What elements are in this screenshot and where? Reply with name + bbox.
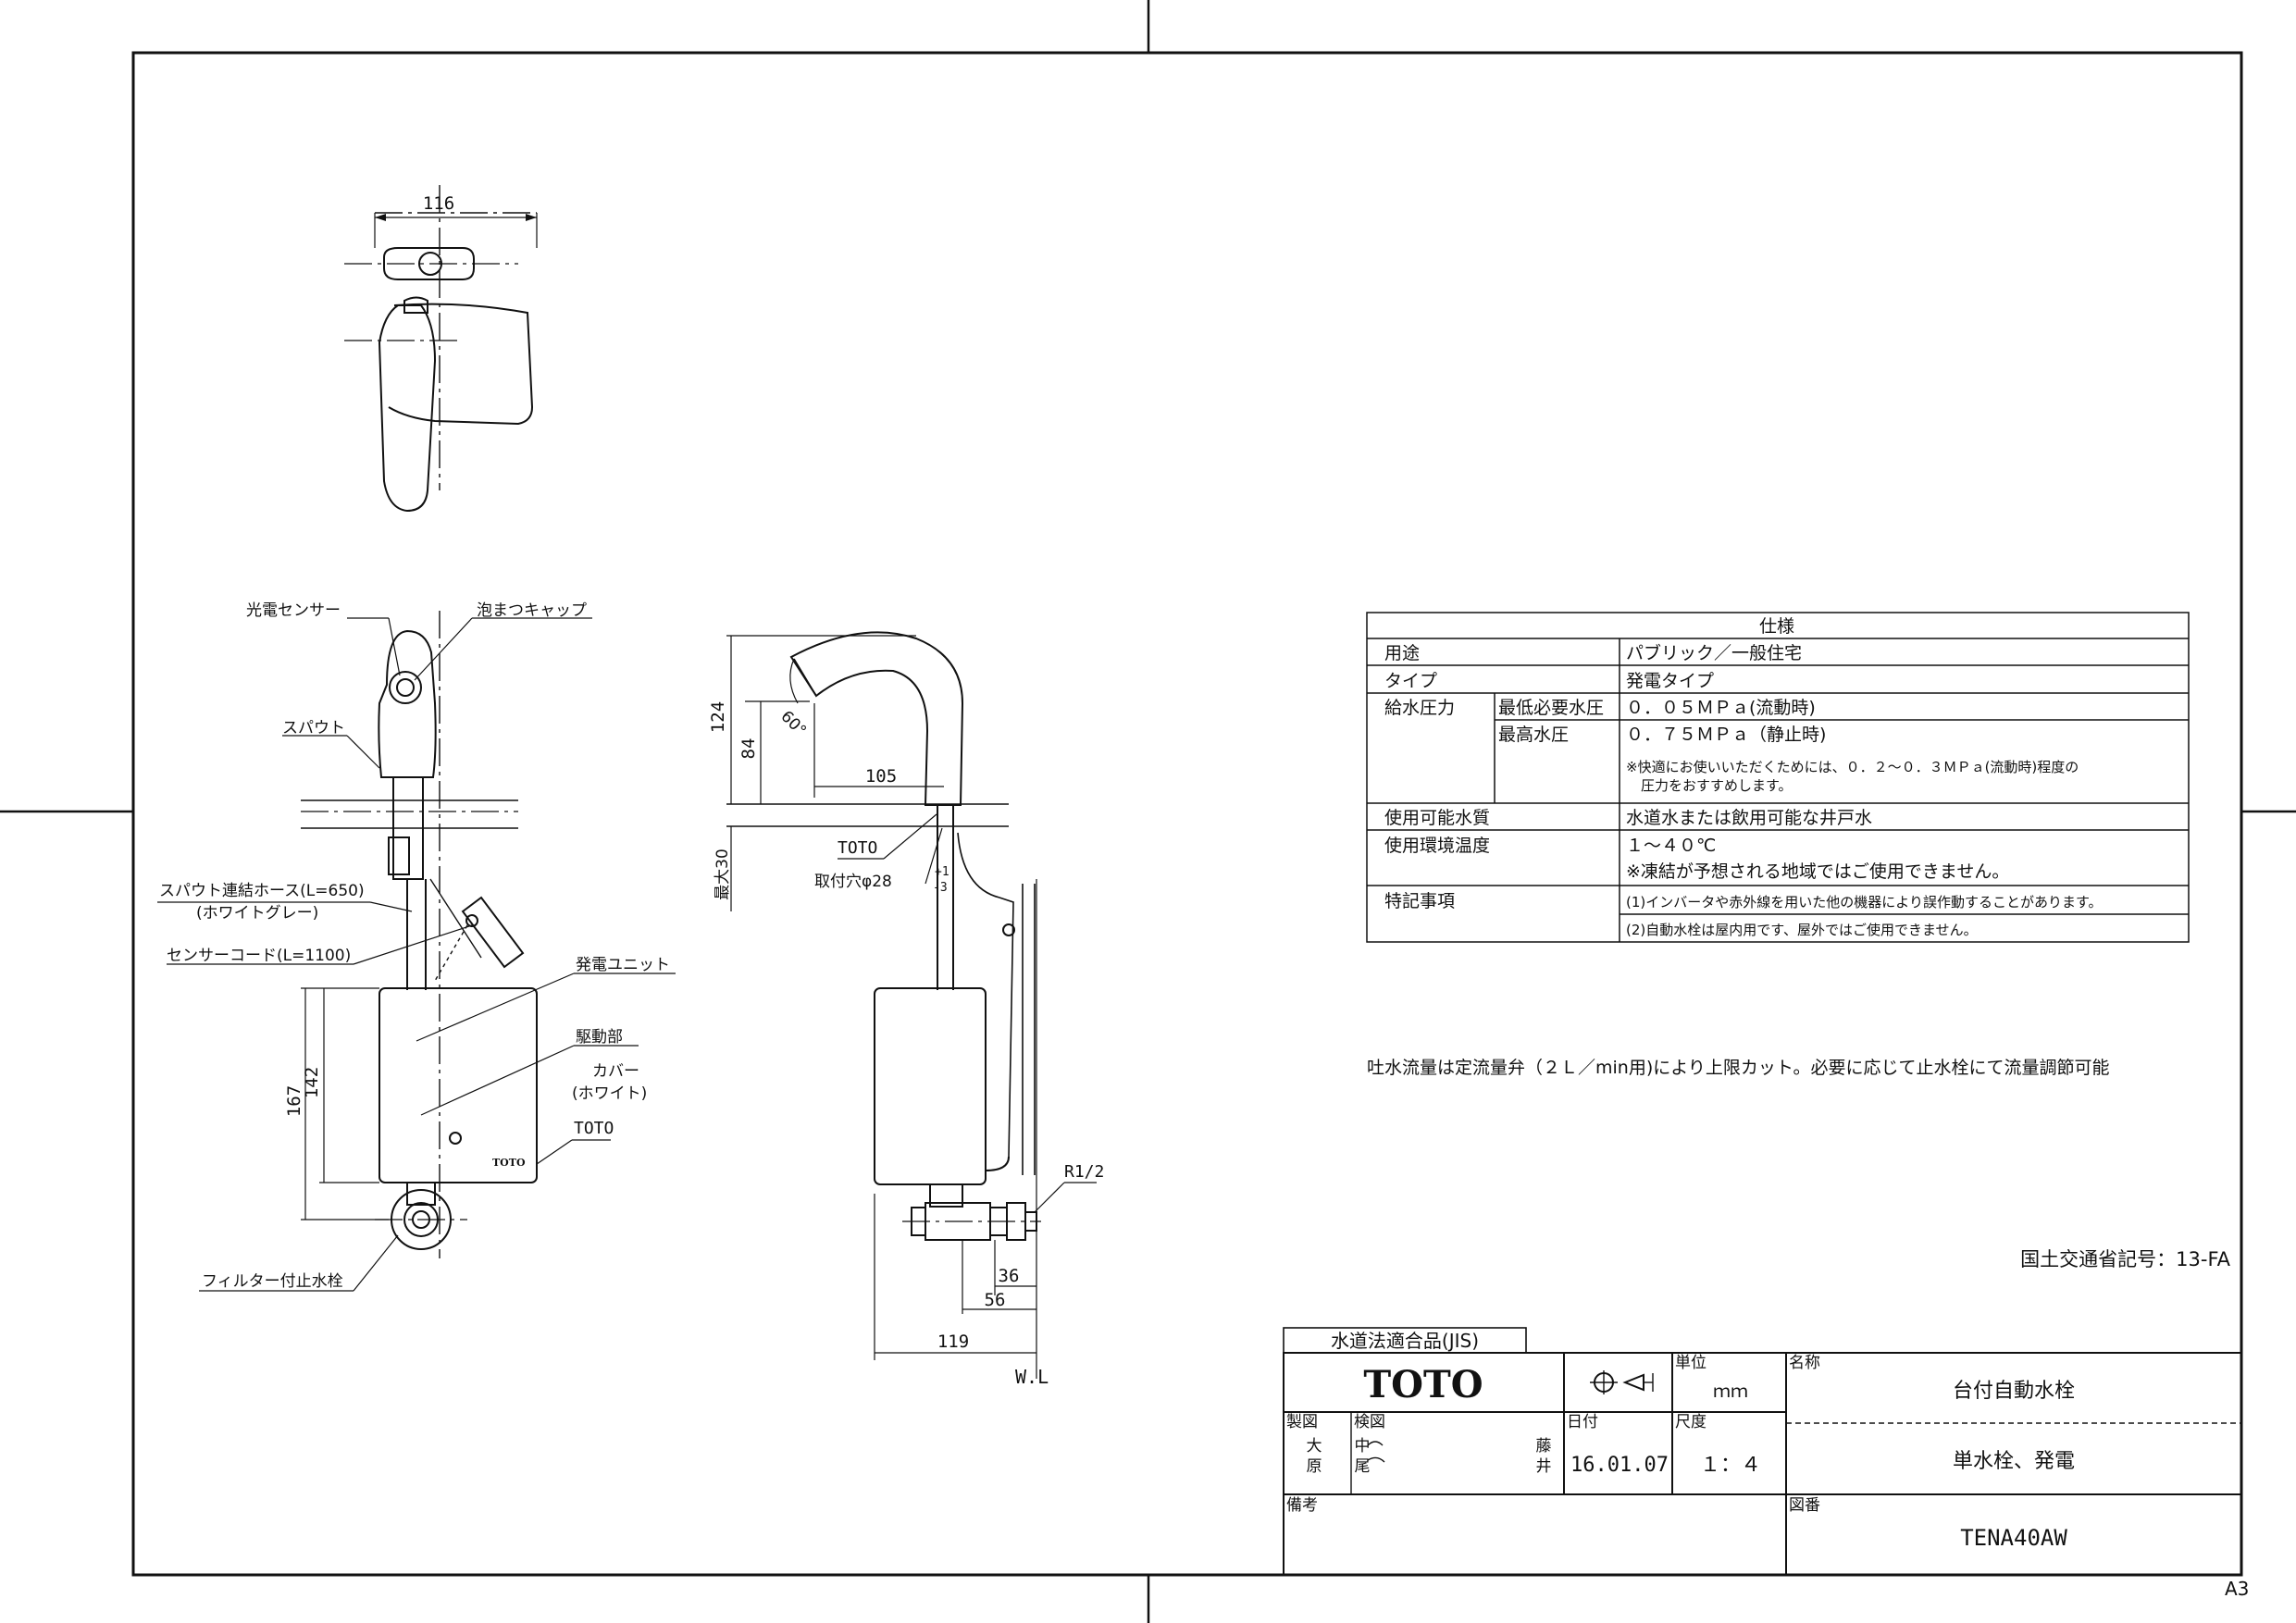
spec-value: ０．７５ＭＰａ（静止時): [1626, 725, 1826, 745]
drawn-by: 大: [1307, 1437, 1322, 1456]
scale-label: 尺度: [1675, 1413, 1706, 1431]
checked-label: 検図: [1354, 1413, 1385, 1431]
spec-label: タイプ: [1384, 671, 1437, 691]
label-drive-unit: 駆動部: [576, 1028, 623, 1047]
name-label: 名称: [1789, 1354, 1820, 1372]
dim-142: 142: [302, 1067, 322, 1098]
side-view: [726, 631, 1097, 1379]
label-mounting-hole: 取付穴φ28: [814, 873, 892, 891]
label-cover-color: (ホワイト): [572, 1084, 647, 1103]
title-block: [1283, 1327, 2242, 1576]
spec-label: 用途: [1384, 643, 1420, 663]
flow-note: 吐水流量は定流量弁（２Ｌ／min用)により上限カット。必要に応じて止水栓にて流量…: [1367, 1058, 2109, 1078]
label-cover: カバー: [592, 1062, 639, 1081]
remarks-label: 備考: [1286, 1496, 1318, 1515]
spec-value: ※凍結が予想される地域ではご使用できません。: [1626, 861, 2009, 882]
tolerance-minus: -3: [933, 881, 948, 895]
label-spout: スパウト: [282, 719, 345, 737]
label-toto-callout: TOTO: [574, 1119, 614, 1138]
tolerance-plus: +1: [935, 865, 949, 879]
product-subtitle: 単水栓、発電: [1953, 1450, 2075, 1473]
dim-56: 56: [985, 1290, 1006, 1310]
spec-value: ０．０５ＭＰａ(流動時): [1626, 698, 1816, 718]
label-angle: 60°: [776, 707, 809, 739]
checked-by: 尾: [1355, 1457, 1371, 1476]
unit-label: 単位: [1675, 1354, 1706, 1372]
date-value: 16.01.07: [1570, 1454, 1669, 1477]
dim-top-width: 116: [423, 193, 454, 214]
product-name: 台付自動水栓: [1953, 1380, 2075, 1403]
top-view: [344, 185, 538, 513]
spec-value: １～４０℃: [1626, 836, 1716, 856]
front-view: [157, 611, 676, 1292]
dim-167: 167: [284, 1085, 304, 1117]
label-generator-unit: 発電ユニット: [576, 956, 670, 974]
checked-by: 中: [1355, 1437, 1371, 1456]
spec-label: 使用可能水質: [1384, 808, 1490, 828]
jis-label: 水道法適合品(JIS): [1331, 1330, 1479, 1352]
spec-note: 圧力をおすすめします。: [1641, 777, 1793, 794]
spec-value: (2)自動水栓は屋内用です、屋外ではご使用できません。: [1626, 922, 1978, 938]
approved-by: 井: [1536, 1457, 1552, 1476]
dim-105: 105: [865, 766, 897, 787]
label-photo-sensor: 光電センサー: [246, 601, 341, 620]
label-water-line: W.L: [1015, 1366, 1049, 1388]
label-toto-side: TOTO: [838, 838, 877, 858]
approved-by: 藤: [1536, 1437, 1552, 1456]
dim-max30: 最大30: [714, 849, 732, 900]
spec-sub: 最高水圧: [1498, 725, 1569, 745]
scale-value: １：４: [1700, 1454, 1761, 1477]
label-spout-hose-color: (ホワイトグレー): [196, 904, 318, 923]
spec-value: パブリック／一般住宅: [1626, 642, 1802, 663]
spec-label: 給水圧力: [1384, 698, 1455, 718]
dim-36: 36: [999, 1266, 1020, 1286]
label-foam-cap: 泡まつキャップ: [477, 601, 587, 620]
dim-84: 84: [738, 738, 759, 760]
label-thread: R1/2: [1064, 1162, 1104, 1182]
drawing-number: TENA40AW: [1960, 1525, 2067, 1551]
drawn-label: 製図: [1286, 1413, 1318, 1431]
spec-value: 発電タイプ: [1626, 671, 1714, 691]
spec-note: ※快適にお使いいただくためには、０．２～０．３ＭＰａ(流動時)程度の: [1626, 759, 2079, 775]
label-filter-valve: フィルター付止水栓: [202, 1272, 343, 1291]
label-spout-hose: スパウト連結ホース(L=650): [159, 882, 365, 900]
toto-logo: TOTO: [1363, 1363, 1483, 1406]
drawing-no-label: 図番: [1789, 1496, 1820, 1515]
approval-code: 国土交通省記号：13-FA: [2020, 1248, 2230, 1270]
dim-124: 124: [708, 701, 728, 733]
spec-value: (1)インバータや赤外線を用いた他の機器により誤作動することがあります。: [1626, 894, 2102, 911]
spec-sub: 最低必要水圧: [1498, 698, 1604, 718]
spec-table-text: 仕様 用途 パブリック／一般住宅 タイプ 発電タイプ 給水圧力 最低必要水圧 ０…: [1384, 616, 2102, 938]
label-sensor-cord: センサーコード(L=1100): [167, 947, 351, 965]
drawn-by: 原: [1307, 1457, 1322, 1476]
spec-value: 水道水または飲用可能な井戸水: [1626, 808, 1872, 828]
unit-value: ｍｍ: [1713, 1381, 1748, 1402]
spec-title: 仕様: [1759, 616, 1794, 637]
spec-table: [1366, 612, 2190, 943]
spec-label: 使用環境温度: [1384, 836, 1490, 856]
unit-brand-mark: TOTO: [492, 1157, 526, 1169]
spec-label: 特記事項: [1384, 891, 1455, 911]
dim-119: 119: [937, 1332, 969, 1352]
date-label: 日付: [1567, 1413, 1598, 1431]
sheet-size: A3: [2225, 1578, 2249, 1600]
